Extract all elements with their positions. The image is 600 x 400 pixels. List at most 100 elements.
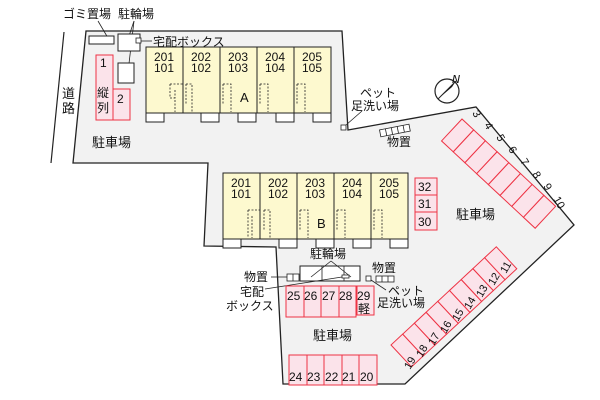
parking-number-20: 20: [360, 370, 374, 384]
garbage-area-label: ゴミ置場: [63, 6, 111, 21]
building-b: B: [222, 172, 409, 249]
parking-number-19: 19: [402, 355, 419, 372]
tandem-label-1: 縦: [97, 86, 109, 100]
pet-wash-leader-mid: [370, 279, 387, 291]
building-a-unit-1-upper: 201: [154, 50, 174, 64]
building-b-label: B: [317, 216, 326, 231]
delivery-leader-mid: [264, 276, 343, 290]
parking-middle-row: [285, 285, 375, 318]
parking-space-1: [95, 54, 114, 121]
parking-right-column: [414, 177, 438, 231]
building-b-unit-4-lower: 104: [342, 187, 362, 201]
bicycle-parking-label-mid: 駐輪場: [310, 246, 346, 261]
parking-diagonal-upper: [440, 118, 557, 229]
building-a-unit-3-upper: 203: [228, 50, 248, 64]
building-a-unit-4-lower: 104: [265, 61, 285, 75]
parking-number-3: 3: [469, 109, 482, 120]
parking-diagonal-lower: [390, 246, 518, 368]
parking-number-31: 31: [418, 197, 432, 211]
parking-number-18: 18: [414, 343, 431, 360]
parking-space-2: [112, 88, 131, 121]
pet-wash-label-top-1: ペット: [360, 86, 396, 100]
building-a-unit-1-lower: 101: [154, 61, 174, 75]
parking-number-13: 13: [474, 283, 491, 300]
parking-number-24: 24: [289, 370, 303, 384]
building-a-unit-5-upper: 205: [302, 50, 322, 64]
parking-area-label-bottom: 駐車場: [313, 329, 352, 344]
parking-number-14: 14: [462, 295, 479, 312]
parking-number-16: 16: [438, 319, 455, 336]
pet-wash-top: [340, 124, 347, 131]
parking-number-9: 9: [540, 182, 553, 193]
storage-mid-right: [375, 275, 395, 283]
road-line: [50, 31, 65, 164]
building-b-unit-1-upper: 201: [231, 176, 251, 190]
parking-number-7: 7: [517, 157, 530, 168]
parking-number-26: 26: [304, 289, 318, 303]
north-arrow-icon: N: [434, 73, 460, 104]
parking-number-15: 15: [450, 307, 467, 324]
parking-area-label-left: 駐車場: [92, 136, 131, 151]
parking-number-8: 8: [529, 170, 542, 181]
pet-wash-leader-top: [345, 110, 363, 126]
parking-number-6: 6: [505, 145, 518, 156]
parking-diagonal-lower-numbers: 19 18 17 16 15 14 13 12 11: [402, 260, 514, 372]
building-a-unit-2-lower: 102: [191, 61, 211, 75]
parking-number-30: 30: [418, 215, 432, 229]
building-b-unit-2-upper: 202: [268, 176, 288, 190]
bicycle-parking-label-top: 駐輪場: [118, 6, 154, 21]
road-label-2: 路: [62, 101, 75, 117]
garbage-leader: [97, 20, 109, 39]
delivery-label-mid-2: ボックス: [226, 299, 274, 313]
building-a-unit-3-lower: 103: [228, 61, 248, 75]
pet-wash-label-top-2: 足洗い場: [351, 99, 399, 113]
building-b-unit-5-lower: 105: [379, 187, 399, 201]
parking-number-11: 11: [498, 260, 514, 276]
parking-diagonal-upper-numbers: 3 4 5 6 7 8 9 10: [469, 109, 567, 212]
building-b-unit-4-upper: 204: [342, 176, 362, 190]
parking-number-1: 1: [100, 56, 107, 70]
parking-area-label-right: 駐車場: [456, 208, 495, 223]
parking-number-10: 10: [550, 195, 567, 212]
garbage-area: [88, 35, 115, 45]
parking-number-5: 5: [493, 133, 506, 144]
pet-wash-label-mid-2: 足洗い場: [377, 296, 425, 310]
delivery-label-mid-1: 宅配: [240, 284, 264, 299]
building-a-unit-4-upper: 204: [265, 50, 285, 64]
delivery-box-label-top: 宅配ボックス: [153, 34, 225, 49]
storage-top: [379, 123, 411, 138]
parking-number-2: 2: [117, 92, 124, 106]
parking-number-27: 27: [322, 289, 336, 303]
parking-number-12: 12: [486, 271, 503, 288]
building-b-unit-3-lower: 103: [305, 187, 325, 201]
north-label: N: [452, 73, 460, 86]
building-a: A: [145, 46, 332, 123]
parking-number-22: 22: [325, 370, 339, 384]
parking-number-4: 4: [481, 121, 494, 132]
building-b-unit-3-upper: 203: [305, 176, 325, 190]
building-b-unit-1-lower: 101: [231, 187, 251, 201]
building-b-unit-2-lower: 102: [268, 187, 288, 201]
parking-number-28: 28: [339, 289, 353, 303]
road-label-1: 道: [62, 87, 75, 102]
parking-number-29: 29: [357, 289, 371, 303]
parking-number-21: 21: [342, 370, 356, 384]
parking-number-23: 23: [307, 370, 321, 384]
storage-label-mid-right: 物置: [372, 261, 396, 275]
building-a-label: A: [240, 90, 249, 105]
building-a-unit-5-lower: 105: [302, 61, 322, 75]
pet-wash-label-mid-1: ペット: [388, 284, 424, 298]
kei-car-label: 軽: [358, 302, 370, 316]
pet-wash-mid: [365, 275, 372, 282]
building-b-unit-5-upper: 205: [379, 176, 399, 190]
parking-number-32: 32: [418, 180, 432, 194]
parking-number-25: 25: [287, 289, 301, 303]
delivery-box-top: [135, 37, 142, 44]
delivery-box-mid: [341, 274, 350, 279]
bicycle-parking-top-2: [117, 62, 135, 84]
storage-label-mid-left: 物置: [244, 270, 268, 284]
tandem-label-2: 列: [97, 101, 109, 115]
parking-bottom-row: [288, 354, 378, 386]
